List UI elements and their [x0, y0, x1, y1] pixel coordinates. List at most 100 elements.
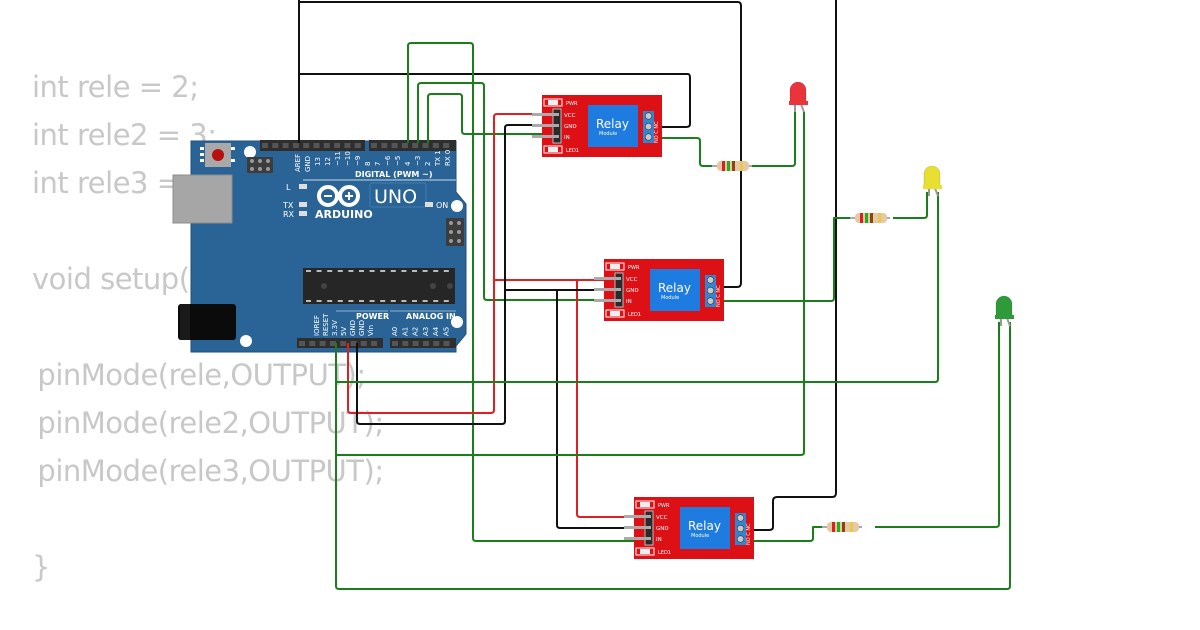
wire-black[interactable] — [299, 1, 742, 288]
header-pin[interactable] — [309, 341, 316, 346]
led-on — [425, 202, 433, 207]
wire-red[interactable] — [347, 113, 544, 414]
header-pin[interactable] — [371, 341, 378, 346]
header-pin[interactable] — [433, 341, 440, 346]
relay-pin-gnd[interactable] — [532, 124, 559, 127]
pin-label: RESET — [322, 313, 330, 336]
wire-green[interactable] — [752, 112, 796, 167]
relay-pin-label: VCC — [626, 277, 638, 283]
wire-black[interactable] — [298, 0, 691, 143]
pin-label: GND — [358, 320, 366, 336]
digital-label: DIGITAL (PWM ~) — [355, 170, 433, 179]
wire-green[interactable] — [744, 526, 822, 542]
header-pin[interactable] — [401, 143, 408, 148]
relay-pin-vcc[interactable] — [624, 515, 651, 518]
header-pin[interactable] — [371, 143, 377, 148]
led-tx — [299, 202, 307, 207]
led-l — [299, 184, 307, 189]
header-pin[interactable] — [329, 341, 336, 346]
relay-subtitle: Module — [691, 533, 709, 539]
pin-label: ~10 — [344, 151, 352, 166]
header-pin[interactable] — [282, 143, 289, 148]
header-pin[interactable] — [313, 143, 320, 148]
resistor[interactable] — [712, 161, 752, 171]
pwr-led — [543, 98, 563, 107]
header-pin[interactable] — [422, 143, 429, 148]
relay-pin-vcc[interactable] — [532, 113, 559, 116]
wire-green[interactable] — [875, 322, 1000, 528]
header-pin[interactable] — [381, 143, 388, 148]
header-pin[interactable] — [272, 143, 279, 148]
header-pin[interactable] — [360, 341, 367, 346]
relay-pin-in[interactable] — [532, 135, 559, 138]
mounting-hole — [244, 146, 256, 158]
wire-black[interactable] — [744, 0, 837, 531]
atmega-chip — [303, 268, 455, 304]
relay-terminal-screw[interactable] — [736, 524, 745, 533]
wire-green[interactable] — [335, 322, 1011, 590]
relay-pin-label: IN — [656, 537, 662, 543]
relay-terminal-screw[interactable] — [706, 276, 715, 284]
header-pin[interactable] — [354, 143, 361, 148]
header-pin[interactable] — [402, 341, 409, 346]
resistor[interactable] — [850, 213, 890, 223]
relay-terminal-screw[interactable] — [736, 535, 745, 543]
relay-pin-in[interactable] — [624, 537, 651, 540]
relay-terminal-screw[interactable] — [706, 286, 715, 295]
header-pin[interactable] — [392, 341, 398, 346]
wire-green[interactable] — [336, 192, 939, 383]
led-yellow[interactable] — [923, 165, 942, 197]
wire-green[interactable] — [427, 93, 544, 143]
header-pin[interactable] — [412, 143, 419, 148]
header-pin[interactable] — [412, 341, 419, 346]
pin-label: 7 — [374, 162, 382, 166]
relay-terminal-screw[interactable] — [644, 133, 653, 141]
header-pin[interactable] — [443, 341, 450, 346]
header-pin[interactable] — [319, 341, 326, 346]
relay-terminal-screw[interactable] — [706, 297, 715, 305]
header-pin[interactable] — [391, 143, 398, 148]
resistor[interactable] — [822, 522, 862, 532]
relay-pin-label: IN — [626, 299, 632, 305]
wires — [298, 0, 1011, 590]
wire-black[interactable] — [356, 124, 544, 425]
led-red[interactable] — [789, 81, 808, 113]
header-pin[interactable] — [340, 341, 347, 346]
pin-label: GND — [304, 156, 312, 172]
code-line: pinMode(rele2,OUTPUT); — [20, 406, 384, 440]
relay-pin-in[interactable] — [594, 299, 621, 302]
wire-green[interactable] — [336, 112, 805, 456]
wire-black[interactable] — [556, 290, 636, 529]
header-pin[interactable] — [299, 341, 305, 346]
relay-terminal-screw[interactable] — [644, 122, 653, 131]
pwr-label: PWR — [658, 503, 670, 509]
header-pin[interactable] — [422, 341, 429, 346]
wire-red[interactable] — [576, 280, 636, 518]
reset-button[interactable] — [200, 143, 235, 167]
header-pin[interactable] — [443, 143, 450, 148]
wire-green[interactable] — [417, 82, 606, 301]
header-pin[interactable] — [344, 143, 351, 148]
relay-terminal-screw[interactable] — [644, 112, 653, 120]
relay-pin-vcc[interactable] — [594, 277, 621, 280]
relay-pin-gnd[interactable] — [624, 526, 651, 529]
wire-green[interactable] — [407, 42, 636, 542]
header-pin[interactable] — [292, 143, 299, 148]
header-pin[interactable] — [334, 143, 341, 148]
wire-green[interactable] — [650, 137, 712, 167]
led-green[interactable] — [995, 295, 1014, 327]
header-pin[interactable] — [350, 341, 357, 346]
relay-pin-gnd[interactable] — [594, 288, 621, 291]
header-pin[interactable] — [262, 143, 268, 148]
header-pin[interactable] — [432, 143, 439, 148]
pin-label: ~3 — [414, 156, 422, 166]
relay-terminal-screw[interactable] — [736, 514, 745, 522]
wire-green[interactable] — [712, 217, 850, 302]
header-pin[interactable] — [323, 143, 330, 148]
header-pin[interactable] — [303, 143, 310, 148]
wire-green[interactable] — [893, 192, 928, 219]
